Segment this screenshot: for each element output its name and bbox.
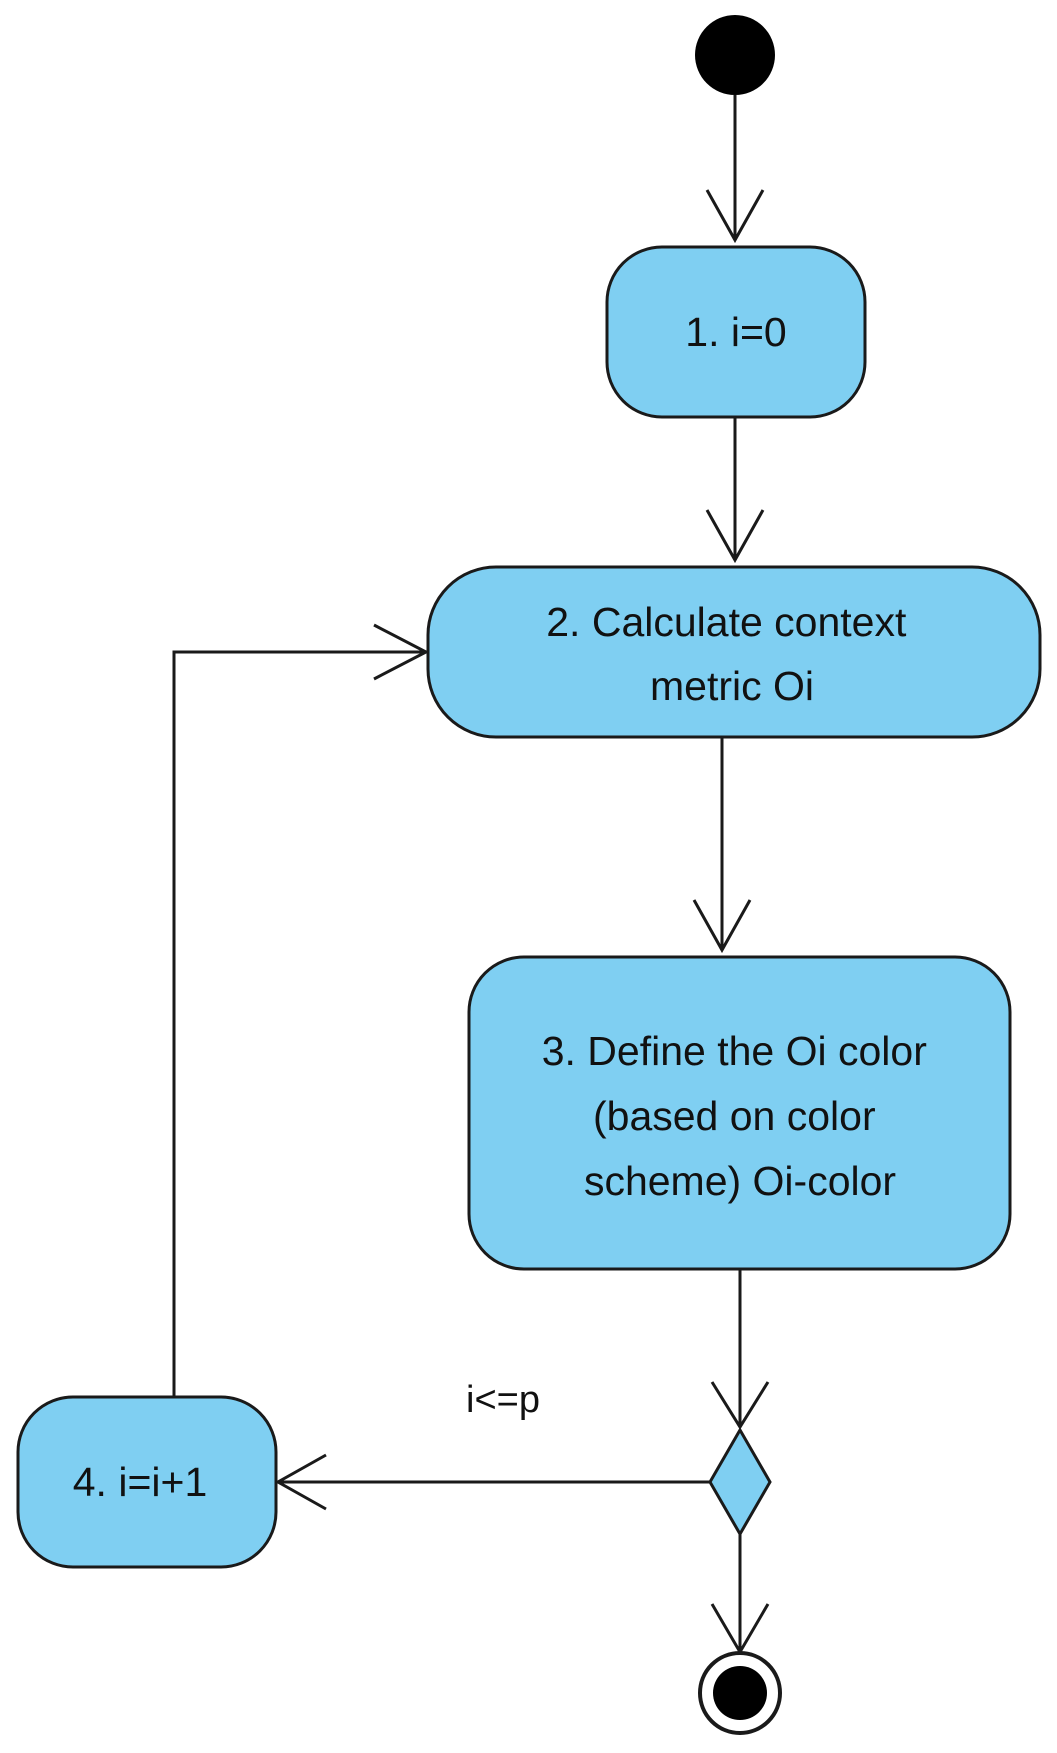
- action-node-step3: 3. Define the Oi color (based on color s…: [467, 955, 1012, 1271]
- action-node-step2: 2. Calculate context metric Oi: [426, 565, 1042, 739]
- final-node: [698, 1651, 782, 1735]
- edge-step2-to-step3: [692, 737, 752, 954]
- edge-decision-to-final: [710, 1534, 770, 1655]
- action-node-step1: 1. i=0: [605, 245, 867, 419]
- arrowhead-icon: [373, 623, 430, 681]
- step3-line-1: 3. Define the Oi color: [542, 1028, 927, 1074]
- action-node-step4: 4. i=i+1: [16, 1395, 278, 1569]
- step3-line-3: scheme) Oi-color: [584, 1158, 896, 1204]
- arrowhead-icon: [705, 189, 765, 244]
- arrowhead-icon: [705, 509, 765, 564]
- step2-line-2: metric Oi: [650, 663, 814, 709]
- guard-label: i<=p: [466, 1379, 540, 1421]
- edge-initial-to-step1: [705, 95, 765, 244]
- step2-label: 2. Calculate context metric Oi: [546, 599, 918, 709]
- step2-line-1: 2. Calculate context: [546, 599, 907, 645]
- step3-line-2: (based on color: [593, 1093, 876, 1139]
- edge-step4-to-step2: [172, 623, 430, 1397]
- step1-label: 1. i=0: [685, 309, 786, 355]
- arrowhead-icon: [274, 1453, 327, 1511]
- step1-line-1: 1. i=0: [685, 309, 786, 355]
- arrowhead-icon: [692, 899, 752, 954]
- step4-label: 4. i=i+1: [73, 1459, 208, 1505]
- step4-line-1: 4. i=i+1: [73, 1459, 208, 1505]
- initial-node: [695, 15, 775, 95]
- decision-node: [708, 1426, 772, 1538]
- edge-step3-to-decision: [710, 1269, 770, 1430]
- step3-label: 3. Define the Oi color (based on color s…: [542, 1028, 939, 1204]
- edge-step1-to-step2: [705, 417, 765, 564]
- edge-decision-to-step4: [274, 1453, 710, 1511]
